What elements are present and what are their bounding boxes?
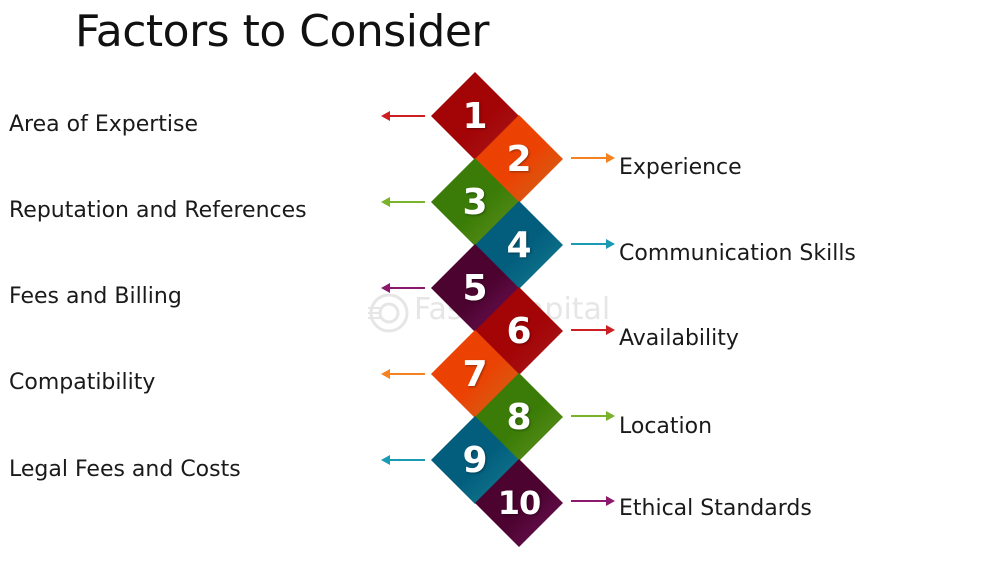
arrow-head	[381, 369, 390, 379]
arrow-left-icon-7	[381, 369, 425, 379]
diamond-number: 5	[462, 267, 488, 309]
diamond-number: 7	[462, 353, 488, 395]
diamond-number: 6	[506, 310, 532, 352]
diamond-number: 1	[462, 95, 488, 137]
factor-label-6: Availability	[619, 326, 739, 351]
arrow-left-icon-5	[381, 283, 425, 293]
arrow-head	[606, 496, 615, 506]
factor-label-5: Fees and Billing	[9, 284, 182, 309]
arrow-right-icon-2	[571, 153, 615, 163]
diamond-number: 2	[506, 138, 532, 180]
watermark-logo-icon	[368, 293, 409, 333]
arrow-right-icon-10	[571, 496, 615, 506]
arrow-left-icon-3	[381, 197, 425, 207]
arrow-head	[606, 153, 615, 163]
arrow-right-icon-6	[571, 325, 615, 335]
arrow-right-icon-4	[571, 239, 615, 249]
diamond-number: 10	[497, 484, 542, 522]
arrow-left-icon-9	[381, 455, 425, 465]
diamond-10: 10	[475, 459, 563, 547]
arrow-head	[606, 325, 615, 335]
diamond-number: 4	[506, 224, 532, 266]
factor-label-9: Legal Fees and Costs	[9, 457, 241, 482]
factor-label-10: Ethical Standards	[619, 496, 812, 521]
arrow-left-icon-1	[381, 111, 425, 121]
factor-label-4: Communication Skills	[619, 241, 856, 266]
factor-label-8: Location	[619, 414, 713, 439]
arrow-head	[606, 239, 615, 249]
factor-label-1: Area of Expertise	[9, 112, 199, 137]
arrow-head	[381, 197, 390, 207]
arrow-head	[381, 283, 390, 293]
arrow-head	[381, 111, 390, 121]
page-title: Factors to Consider	[75, 6, 490, 57]
arrow-right-icon-8	[571, 411, 615, 421]
arrow-head	[381, 455, 390, 465]
diamond-number: 3	[462, 181, 488, 223]
factor-label-7: Compatibility	[9, 370, 156, 395]
arrow-head	[606, 411, 615, 421]
diamond-number: 8	[506, 396, 532, 438]
diamond-number: 9	[462, 439, 488, 481]
factor-label-3: Reputation and References	[9, 198, 307, 223]
diamond-6: 6	[475, 287, 563, 375]
factor-label-2: Experience	[619, 155, 742, 180]
